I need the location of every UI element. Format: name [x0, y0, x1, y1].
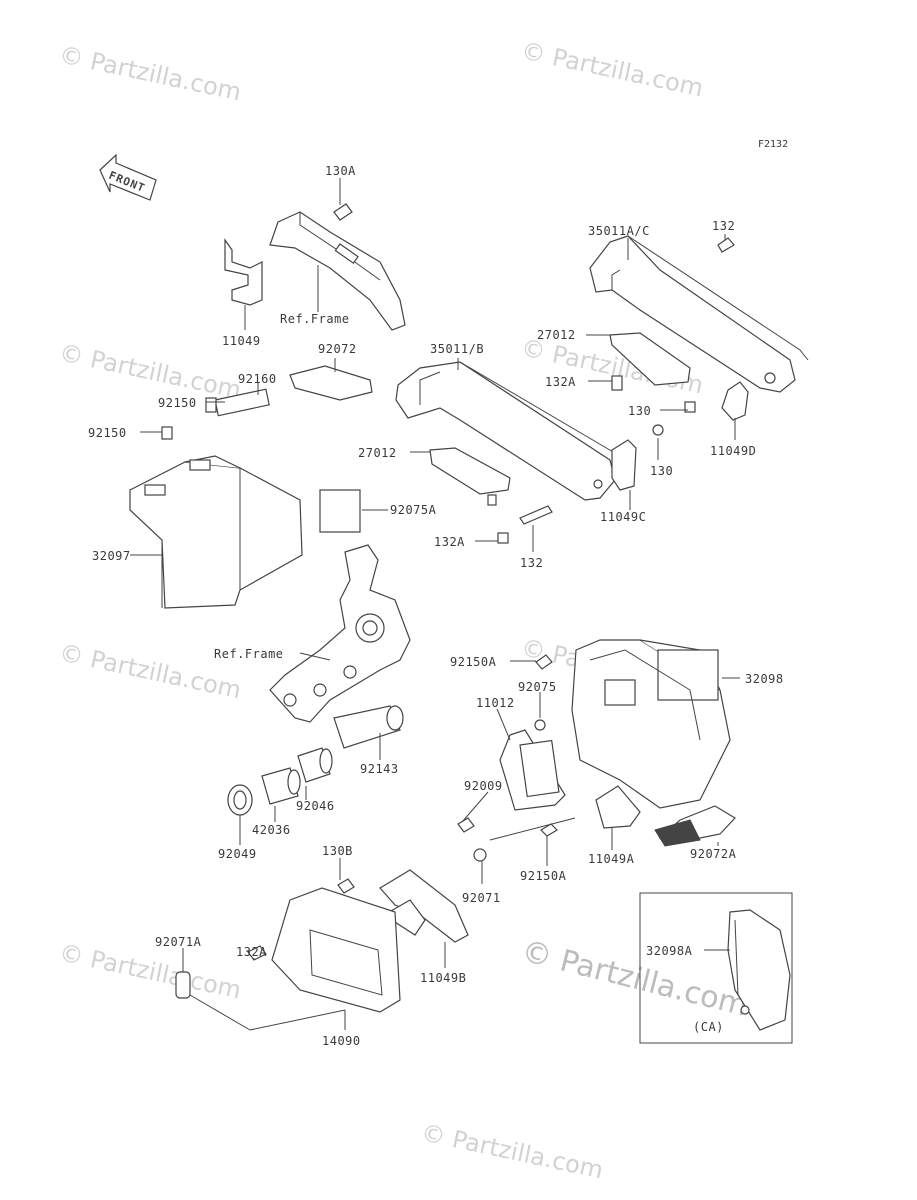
inset-ca-box: (CA)	[639, 892, 793, 1044]
frame-bracket-11049	[224, 203, 406, 331]
callout-92150-left: 92150	[88, 426, 127, 440]
chain-cover-35011ac	[589, 235, 809, 421]
watermark: © Partzilla.com	[57, 40, 244, 106]
callout-92075a: 92075A	[390, 503, 437, 517]
swing-arm-ref-frame	[269, 544, 411, 723]
callout-130b: 130B	[322, 844, 353, 858]
callout-132a-top: 132A	[545, 375, 576, 389]
callout-35011ac: 35011A/C	[588, 224, 650, 238]
callout-42036: 42036	[252, 823, 291, 837]
callout-132a-bottom: 132A	[236, 945, 267, 959]
callout-92009: 92009	[464, 779, 503, 793]
callout-14090: 14090	[322, 1034, 361, 1048]
callout-92150a-top: 92150A	[450, 655, 497, 669]
watermark-layer: © Partzilla.com © Partzilla.com © Partzi…	[57, 36, 751, 1184]
watermark-large: © Partzilla.com	[518, 934, 751, 1024]
watermark: © Partzilla.com	[57, 938, 244, 1004]
callout-132-mid: 132	[520, 556, 543, 570]
callout-92075: 92075	[518, 680, 557, 694]
watermark: © Partzilla.com	[519, 36, 706, 102]
callout-130-left: 130	[628, 404, 651, 418]
case-14090-bracket-11049b	[175, 869, 469, 1013]
callout-92160: 92160	[238, 372, 277, 386]
callout-92150-top: 92150	[158, 396, 197, 410]
callout-27012-mid: 27012	[358, 446, 397, 460]
callout-92150a-bottom: 92150A	[520, 869, 567, 883]
front-arrow-icon: FRONT	[99, 153, 157, 201]
figure-code: F2132	[758, 139, 788, 150]
callout-92143: 92143	[360, 762, 399, 776]
callout-92071a: 92071A	[155, 935, 202, 949]
callout-92072: 92072	[318, 342, 357, 356]
watermark: © Partzilla.com	[57, 338, 244, 404]
callout-132-top: 132	[712, 219, 735, 233]
callout-132a-mid: 132A	[434, 535, 465, 549]
callout-11012: 11012	[476, 696, 515, 710]
callout-11049a: 11049A	[588, 852, 635, 866]
callout-11049b: 11049B	[420, 971, 466, 985]
callout-labels: 130A 11049 Ref.Frame 35011A/C 132 92072 …	[88, 164, 784, 1048]
callout-130a: 130A	[325, 164, 356, 178]
callout-92046: 92046	[296, 799, 335, 813]
leader-lines	[130, 178, 740, 1031]
callout-35011b: 35011/B	[430, 342, 484, 356]
callout-92071: 92071	[462, 891, 501, 905]
callout-92072a: 92072A	[690, 847, 737, 861]
callout-11049d: 11049D	[710, 444, 756, 458]
callout-32097: 32097	[92, 549, 131, 563]
chain-cover-35011b	[395, 361, 664, 544]
air-box-32098	[457, 639, 736, 862]
watermark: © Partzilla.com	[419, 1118, 606, 1184]
callout-130-right: 130	[650, 464, 673, 478]
callout-27012-top: 27012	[537, 328, 576, 342]
callout-11049: 11049	[222, 334, 261, 348]
callout-11049c: 11049C	[600, 510, 646, 524]
inset-note: (CA)	[693, 1020, 724, 1034]
callout-92049: 92049	[218, 847, 257, 861]
callout-ref-frame-mid: Ref.Frame	[214, 647, 284, 661]
callout-32098a: 32098A	[646, 944, 693, 958]
callout-ref-frame-top: Ref.Frame	[280, 312, 350, 326]
callout-32098: 32098	[745, 672, 784, 686]
bearing-parts	[227, 705, 404, 816]
battery-case-32097	[129, 365, 373, 609]
